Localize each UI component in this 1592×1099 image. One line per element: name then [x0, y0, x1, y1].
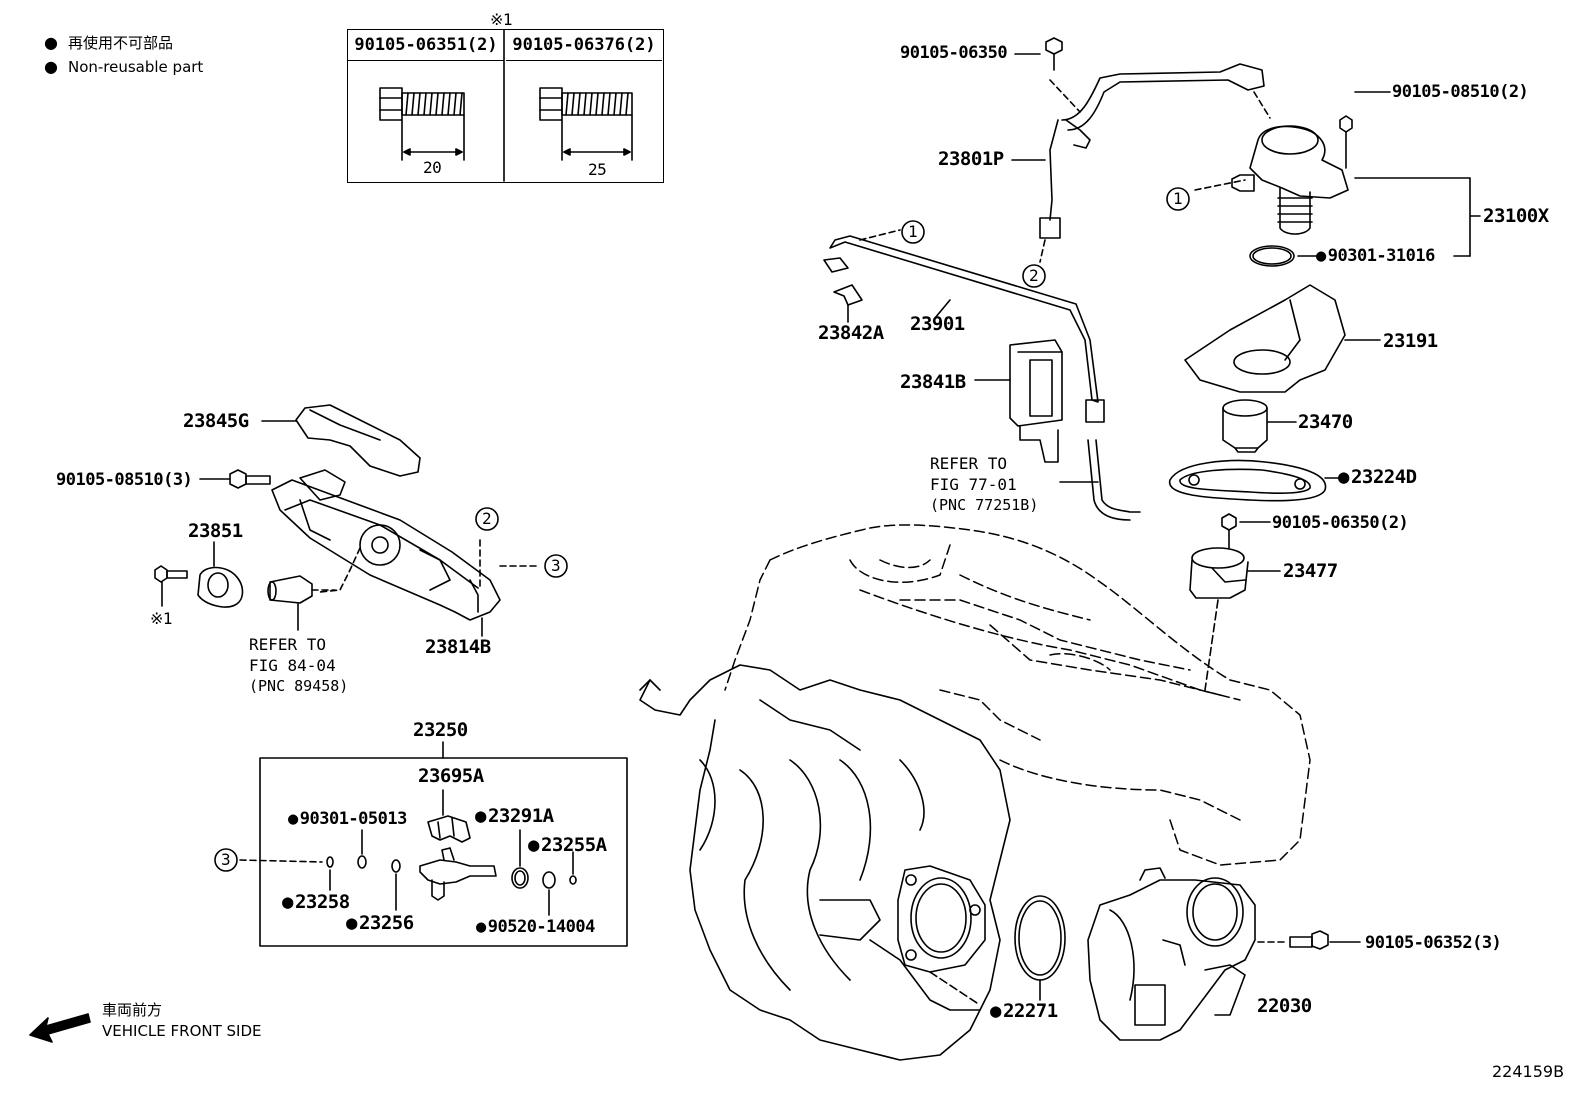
part-23841B: 23841B	[900, 371, 966, 393]
spacer-23851	[154, 541, 244, 608]
pressure-sensor	[267, 575, 336, 631]
module-23841B	[974, 339, 1063, 463]
bolt-90105-08510-3	[199, 469, 271, 489]
refer-note-77-01: REFER TO FIG 77-01 (PNC 77251B)	[930, 453, 1038, 516]
refer-note-77-01-line2: FIG 77-01	[930, 475, 1017, 494]
part-23851: 23851	[188, 520, 243, 542]
part-22030: 22030	[1257, 995, 1312, 1017]
note-mark-small: ※1	[150, 609, 173, 628]
part-23695A: 23695A	[418, 765, 484, 787]
bolt-90105-06350-2	[1221, 513, 1271, 549]
bolt1-length: 20	[423, 158, 442, 177]
refer-note-84-04-line1: REFER TO	[249, 635, 327, 654]
housing-23477	[1189, 547, 1281, 691]
callout-3b: 3	[221, 850, 231, 869]
legend-jp: 再使用不可部品	[44, 31, 203, 55]
bolt-90105-06352	[1257, 930, 1361, 950]
figure-id: 224159B	[1492, 1062, 1565, 1081]
refer-note-77-01-line1: REFER TO	[930, 454, 1008, 473]
part-23224D: 23224D	[1338, 467, 1417, 487]
refer-note-77-01-line3: (PNC 77251B)	[930, 496, 1039, 514]
part-23250: 23250	[413, 719, 468, 741]
callout-3a: 3	[551, 556, 561, 575]
part-90105-08510-2: 90105-08510(2)	[1392, 82, 1529, 102]
part-23477: 23477	[1283, 560, 1338, 582]
manifold-flange	[897, 865, 986, 1006]
vehicle-front-label: 車両前方 VEHICLE FRONT SIDE	[102, 1000, 262, 1042]
gasket-22271	[1014, 895, 1066, 1001]
part-23291A: 23291A	[475, 806, 554, 826]
gasket-23224D	[1169, 459, 1341, 502]
bolt-table-col2-header: 90105-06376(2)	[506, 30, 662, 61]
part-23470: 23470	[1298, 411, 1353, 433]
part-22271: 22271	[990, 1001, 1058, 1021]
front-arrow-icon	[29, 1013, 91, 1043]
part-23801P: 23801P	[938, 148, 1004, 170]
part-90105-08510-3: 90105-08510(3)	[56, 470, 193, 490]
callout-1a: 1	[908, 222, 918, 241]
refer-note-84-04-line2: FIG 84-04	[249, 656, 336, 675]
callout-2b: 2	[482, 509, 492, 528]
part-23258: 23258	[282, 892, 350, 912]
injector-kit-box	[239, 741, 628, 947]
vehicle-front-en: VEHICLE FRONT SIDE	[102, 1022, 262, 1040]
table-note-mark: ※1	[490, 10, 513, 29]
part-90105-06350: 90105-06350	[900, 43, 1008, 63]
part-23901: 23901	[910, 313, 965, 335]
engine-outline	[724, 524, 1311, 866]
part-23845G: 23845G	[183, 410, 249, 432]
part-23100X: 23100X	[1483, 205, 1549, 227]
lifter-23470	[1222, 399, 1297, 453]
refer-note-84-04: REFER TO FIG 84-04 (PNC 89458)	[249, 634, 348, 697]
part-23191: 23191	[1383, 330, 1438, 352]
refer-note-84-04-line3: (PNC 89458)	[249, 677, 349, 695]
fuel-rail-23814B	[271, 469, 541, 637]
callout-circles	[214, 187, 1190, 872]
bolt2-length: 25	[588, 160, 607, 179]
part-23256: 23256	[346, 913, 414, 933]
bolt-table: 90105-06351(2) 90105-06376(2)	[347, 29, 664, 183]
legend-en: Non-reusable part	[44, 55, 203, 79]
bolt-table-col1-header: 90105-06351(2)	[348, 30, 504, 61]
fuel-pump-23100X	[1231, 91, 1481, 267]
callout-1b: 1	[1173, 189, 1183, 208]
legend: 再使用不可部品 Non-reusable part	[44, 31, 203, 79]
part-23842A: 23842A	[818, 322, 884, 344]
intake-manifold	[639, 664, 1011, 1061]
callout-2a: 2	[1029, 266, 1039, 285]
insulator-23191	[1184, 284, 1381, 393]
wire-23901	[823, 229, 1141, 521]
fuel-pipe-23801P	[1011, 37, 1271, 263]
part-23255A: 23255A	[528, 835, 607, 855]
part-23814B: 23814B	[425, 636, 491, 658]
throttle-body-22030	[1087, 867, 1256, 1041]
bolt-table-art	[379, 29, 633, 182]
part-90301-31016: 90301-31016	[1316, 246, 1436, 266]
insulator-23845G	[261, 404, 421, 477]
part-90105-06350-2: 90105-06350(2)	[1272, 513, 1409, 533]
part-90301-05013: 90301-05013	[288, 809, 408, 829]
vehicle-front-jp: 車両前方	[102, 1001, 163, 1019]
part-90105-06352-3: 90105-06352(3)	[1365, 933, 1502, 953]
part-90520-14004: 90520-14004	[476, 917, 596, 937]
